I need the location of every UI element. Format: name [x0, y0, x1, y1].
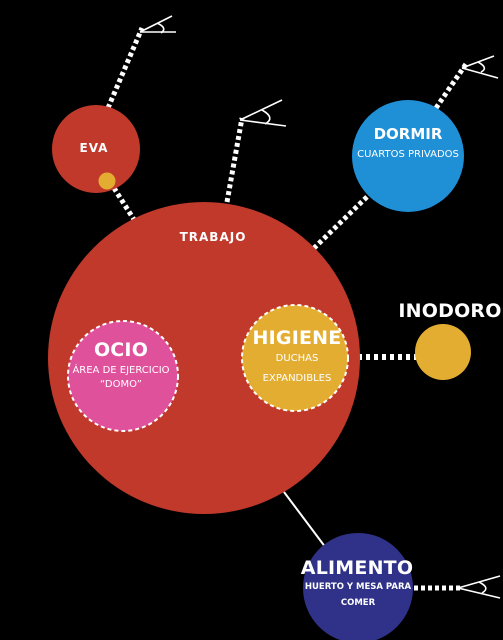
alimento-sublabel-1: HUERTO Y MESA PARA [304, 582, 412, 592]
eye-icon-eva [139, 15, 176, 34]
node-inodoro [415, 324, 471, 380]
inodoro-label: INODORO [398, 300, 502, 322]
node-trabajo [48, 202, 360, 514]
eye-icon-dormir [461, 55, 499, 79]
node-eva [52, 105, 140, 193]
ocio-sublabel-1: ÁREA DE EJERCICIO [72, 365, 170, 376]
eye-line-trabajo [224, 117, 245, 203]
node-dormir [352, 100, 464, 212]
ocio-sublabel-2: “DOMO” [100, 379, 142, 390]
alimento-sublabel-2: COMER [340, 598, 376, 608]
eva-dot [98, 172, 116, 190]
alimento-label: ALIMENTO [300, 557, 414, 579]
eye-line-dormir [433, 62, 469, 110]
higiene-sublabel-1: DUCHAS [275, 353, 319, 364]
dormir-sublabel: CUARTOS PRIVADOS [357, 149, 459, 160]
higiene-label: HIGIENE [252, 327, 342, 349]
eye-line-eva [105, 27, 145, 109]
eye-icon-trabajo [239, 99, 287, 127]
higiene-sublabel-2: EXPANDIBLES [262, 373, 332, 384]
ocio-label: OCIO [93, 339, 149, 361]
node-ocio [67, 320, 179, 432]
eye-icon-alimento [457, 575, 501, 599]
eva-label: EVA [79, 141, 109, 155]
connector-dormir-trabajo [310, 190, 374, 252]
node-higiene [241, 304, 349, 412]
connector-trabajo-alimento [283, 491, 327, 549]
node-alimento [303, 533, 413, 640]
dormir-label: DORMIR [373, 125, 443, 143]
trabajo-label: TRABAJO [179, 230, 247, 244]
